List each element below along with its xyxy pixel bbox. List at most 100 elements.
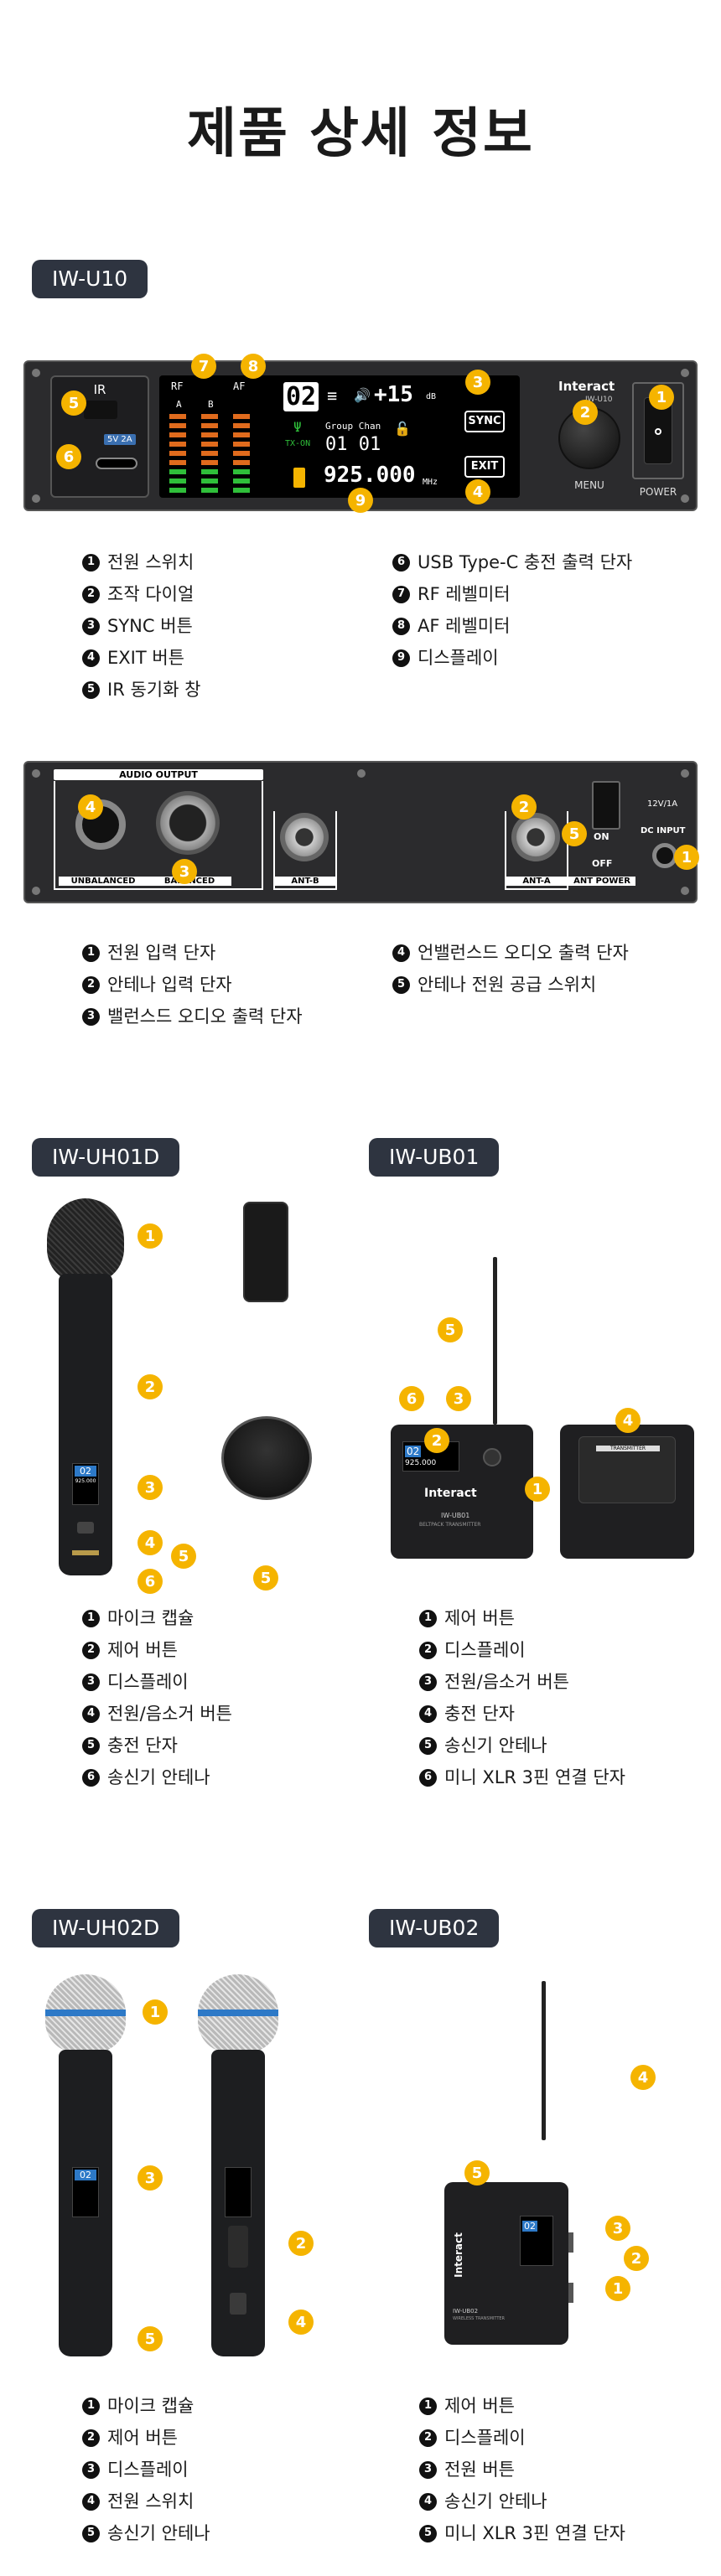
screw (681, 494, 689, 503)
meter-segment (233, 414, 250, 419)
meter-segment (233, 432, 250, 437)
legend-number: 3 (82, 1673, 100, 1691)
legend-text: 디스플레이 (107, 1672, 189, 1692)
control-button[interactable] (228, 2226, 248, 2268)
group-chan-value: 01 01 (325, 434, 381, 455)
ub02-antenna (542, 1981, 546, 2140)
meter-segment (169, 423, 186, 428)
legend-number: 6 (392, 553, 410, 572)
ant-a-frame (505, 811, 568, 890)
legend-number: 1 (419, 2397, 437, 2415)
legend-text: 디스플레이 (444, 2428, 526, 2448)
legend-text: 디스플레이 (107, 2460, 189, 2480)
power-mute-button[interactable] (77, 1522, 94, 1534)
legend-number: 2 (82, 585, 100, 603)
exit-button[interactable]: EXIT (464, 456, 505, 478)
meter-segment (201, 488, 218, 493)
ant-power-switch[interactable] (592, 781, 620, 830)
mic-display-channel: 02 (75, 1466, 96, 1477)
ub01-model: IW-UB01 (441, 1512, 470, 1519)
meter-segment (201, 432, 218, 437)
legend-text: 충전 단자 (107, 1735, 178, 1756)
legend-item: 4 전원 스위치 (82, 2485, 210, 2517)
ub01-marker-6: 6 (399, 1386, 424, 1411)
legend-item: 5 충전 단자 (82, 1730, 232, 1761)
legend-text: 송신기 안테나 (107, 2523, 210, 2543)
ub01-display: 02 925.000 (402, 1441, 459, 1472)
ub01-sub: BELTPACK TRANSMITTER (419, 1522, 481, 1528)
ant-a-connector[interactable] (511, 813, 560, 861)
frequency-unit: MHz (423, 478, 438, 487)
uh01d-marker-3: 3 (137, 1475, 163, 1500)
meter-segment (201, 451, 218, 456)
rear-marker-5: 5 (562, 821, 587, 846)
meter-segment (169, 478, 186, 484)
model-badge-ub01: IW-UB01 (369, 1138, 500, 1177)
ub02-control-button[interactable] (568, 2232, 573, 2253)
legend-number: 4 (419, 1704, 437, 1723)
ub02-marker-5: 5 (464, 2160, 490, 2185)
legend-number: 6 (82, 1768, 100, 1787)
audio-output-frame (54, 781, 263, 890)
legend-text: 전원 스위치 (107, 2491, 195, 2511)
model-badge-uh01d: IW-UH01D (32, 1138, 180, 1177)
battery-icon (293, 468, 305, 488)
screw (32, 769, 40, 778)
legend-number: 9 (392, 649, 410, 667)
balanced-xlr-jack[interactable] (156, 791, 220, 855)
legend-number: 4 (82, 2492, 100, 2511)
lock-icon: 🔓 (394, 421, 411, 437)
screw (681, 369, 689, 377)
model-badge-u10: IW-U10 (32, 260, 148, 298)
usb-c-port[interactable] (96, 458, 137, 469)
ant-b-frame (273, 811, 337, 890)
ant-power-on-label: ON (594, 831, 609, 842)
speaker-icon: 🔊 (354, 387, 371, 403)
legend-number: 5 (82, 1736, 100, 1755)
legend-text: 송신기 안테나 (107, 1767, 210, 1787)
legend-text: 디스플레이 (444, 1640, 526, 1660)
ub02-brand: Interact (452, 2232, 464, 2278)
antenna-cap (221, 1416, 312, 1500)
legend-text: SYNC 버튼 (107, 616, 193, 636)
handheld-mic-body: 02 925.000 (59, 1274, 112, 1575)
legend-number: 3 (419, 1673, 437, 1691)
ub01-display-channel: 02 (405, 1446, 422, 1457)
screw (681, 769, 689, 778)
sync-button[interactable]: SYNC (464, 411, 505, 432)
rear-marker-3: 3 (172, 859, 197, 884)
meter-segment (233, 451, 250, 456)
ant-power-off-label: OFF (592, 858, 613, 869)
legend-text: 마이크 캡슐 (107, 2396, 195, 2416)
ub02-power-button[interactable] (568, 2283, 573, 2303)
screw (357, 769, 366, 778)
legend-text: 송신기 안테나 (444, 2491, 547, 2511)
tx-on-label: TX-ON (285, 439, 311, 448)
ub01-belt-clip: TRANSMITTER (578, 1436, 676, 1503)
ant-b-connector[interactable] (280, 813, 329, 861)
legend-text: 전원 스위치 (107, 552, 195, 572)
legend-number: 3 (82, 1007, 100, 1026)
group-chan-label: Group Chan (325, 421, 381, 432)
meter-segment (201, 414, 218, 419)
power-switch[interactable] (230, 2293, 246, 2315)
level-unit: dB (426, 392, 437, 401)
level-value: +15 (374, 382, 413, 407)
meter-segment (201, 460, 218, 465)
audio-output-label: AUDIO OUTPUT (54, 769, 263, 780)
ub01-control-button[interactable] (483, 1448, 501, 1466)
meter-segment (169, 451, 186, 456)
